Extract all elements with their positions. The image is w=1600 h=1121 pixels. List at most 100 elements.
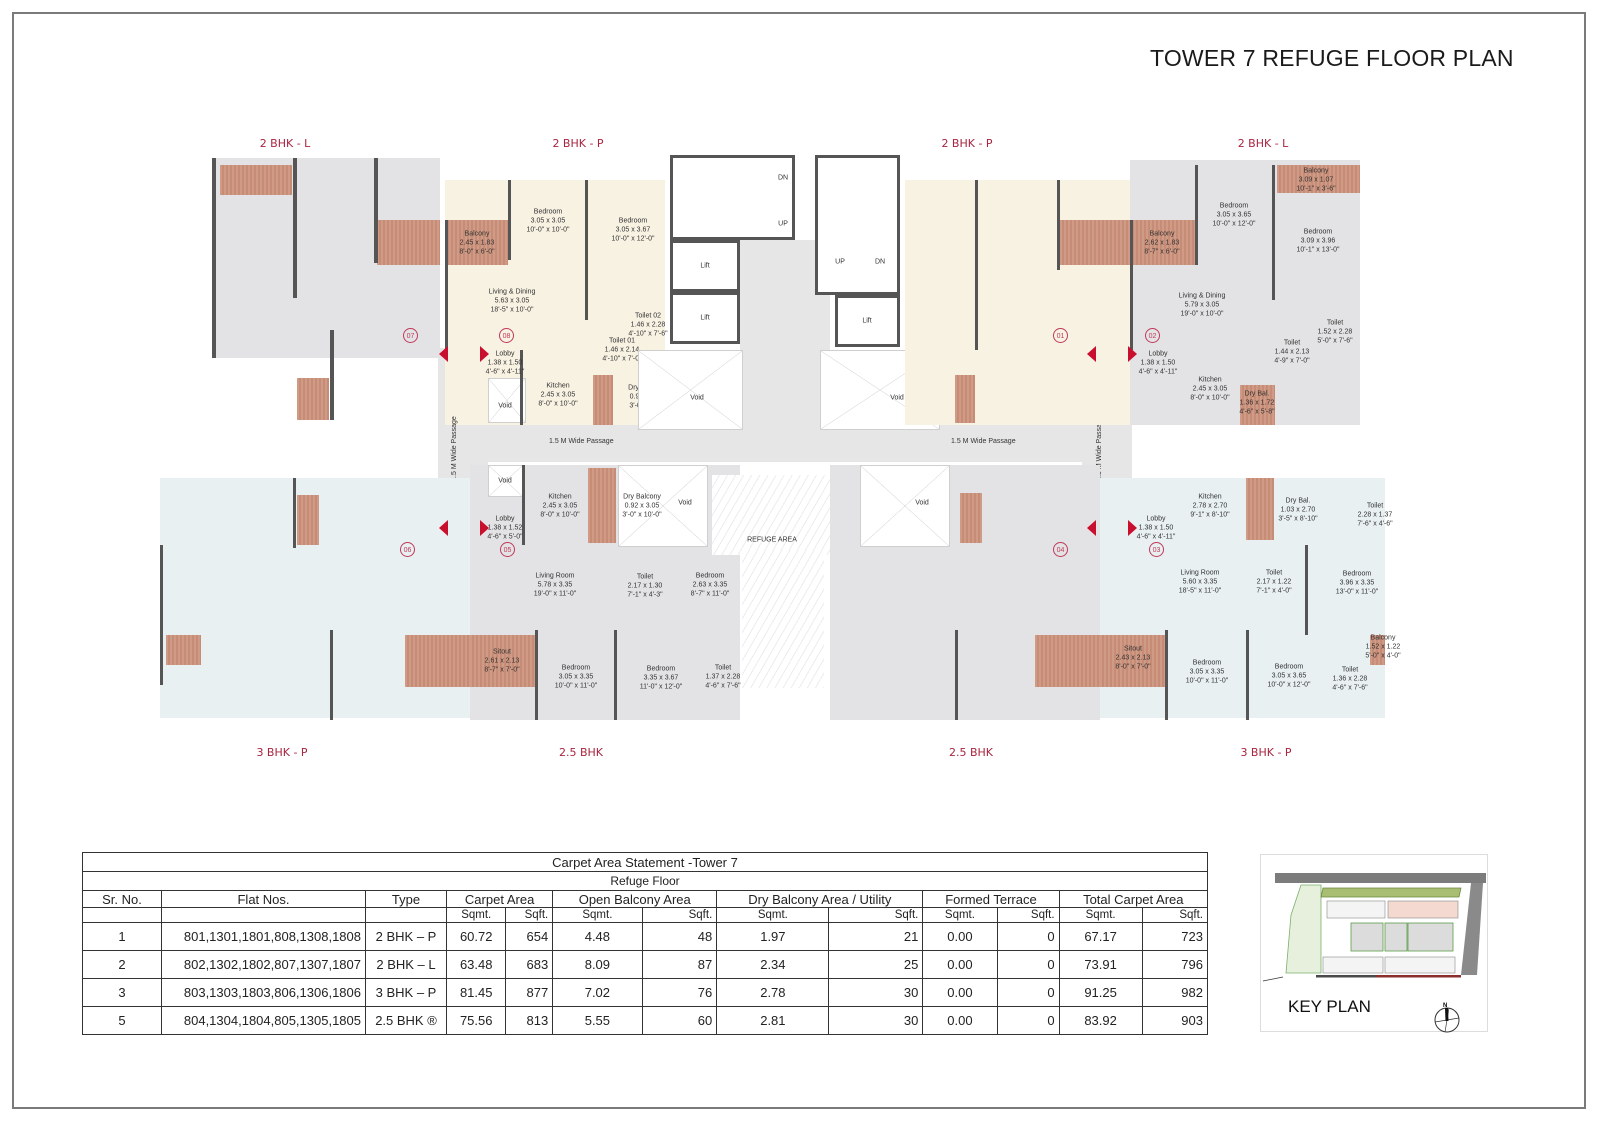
table-row: 1 801,1301,1801,808,1308,1808 2 BHK – P …: [82, 922, 1209, 951]
room-label: Living & Dining 5.79 x 3.05 19'-0" x 10'…: [1178, 292, 1226, 318]
void-08: [488, 378, 526, 423]
flat-number-06: 06: [400, 542, 415, 557]
unit-label-25bhk-right: 2.5 BHK: [948, 746, 994, 759]
entry-arrow-icon: [1087, 346, 1096, 362]
room-label: Bedroom 2.63 x 3.35 8'-7" x 11'-0": [690, 572, 730, 598]
table-row: 5 804,1304,1804,805,1305,1805 2.5 BHK ® …: [82, 1006, 1209, 1035]
col-open-balcony: Open Balcony Area: [552, 890, 718, 908]
unit-06-balcony-left: [166, 635, 201, 665]
room-label: Bedroom 3.09 x 3.96 10'-1" x 13'-0": [1296, 228, 1340, 254]
room-label: Toilet 1.37 x 2.28 4'-6" x 7'-6": [705, 664, 741, 690]
unit-label-2bhk-l-left: 2 BHK - L: [259, 137, 311, 150]
col-formed-terrace: Formed Terrace: [922, 890, 1060, 908]
passage-label: 1.5 M Wide Passage: [951, 438, 1016, 445]
room-label: Toilet 01 1.46 x 2.14 4'-10" x 7'-0": [602, 337, 642, 363]
stair-down-label: DN: [874, 258, 886, 266]
table-row: 3 803,1303,1803,806,1306,1806 3 BHK – P …: [82, 978, 1209, 1007]
lift-label: Lift: [862, 317, 872, 325]
room-label: Toilet 1.44 x 2.13 4'-9" x 7'-0": [1274, 339, 1310, 365]
col-flat-nos: Flat Nos.: [161, 890, 366, 908]
site-map-icon: [1262, 873, 1486, 982]
unit-sqmt: Sqmt.: [1058, 907, 1143, 923]
page-title: TOWER 7 REFUGE FLOOR PLAN: [1150, 45, 1514, 71]
room-label: Sitout 2.43 x 2.13 8'-0" x 7'-0": [1115, 645, 1151, 671]
table-title: Carpet Area Statement -Tower 7: [82, 852, 1208, 872]
unit-sqft: Sqft.: [505, 907, 554, 923]
staircase-2: [815, 155, 900, 295]
refuge-area: [742, 550, 824, 688]
room-label: Toilet 02 1.46 x 2.28 4'-10" x 7'-6": [628, 312, 668, 338]
room-label: Kitchen 2.45 x 3.05 8'-0" x 10'-0": [538, 382, 578, 408]
room-label: Bedroom 3.05 x 3.65 10'-0" x 12'-0": [1267, 663, 1311, 689]
room-label: Balcony 1.52 x 1.22 5'-0" x 4'-0": [1365, 634, 1401, 660]
refuge-area-label: REFUGE AREA: [747, 536, 797, 544]
void-label: Void: [498, 477, 512, 485]
room-label: Dry Bal. 1.03 x 2.70 3'-5" x 8'-10": [1278, 497, 1318, 523]
unit-03-dry-balcony: [1246, 478, 1274, 540]
entry-arrow-icon: [1128, 346, 1137, 362]
key-plan-label: KEY PLAN: [1288, 997, 1371, 1016]
unit-sqft: Sqft.: [641, 907, 718, 923]
void-05: [488, 465, 523, 497]
room-label: Toilet 1.36 x 2.28 4'-6" x 7'-6": [1332, 666, 1368, 692]
col-carpet-area: Carpet Area: [445, 890, 554, 908]
room-label: Kitchen 2.45 x 3.05 8'-0" x 10'-0": [1190, 376, 1230, 402]
room-label: Living & Dining 5.63 x 3.05 18'-5" x 10'…: [488, 288, 536, 314]
room-label: Balcony 3.09 x 1.07 10'-1" x 3'-6": [1296, 167, 1336, 193]
unit-label-3bhk-p-right: 3 BHK - P: [1240, 746, 1292, 759]
unit-label-2bhk-p-left: 2 BHK - P: [552, 137, 604, 150]
table-row: 2 802,1302,1802,807,1307,1807 2 BHK – L …: [82, 950, 1209, 979]
room-label: Balcony 2.62 x 1.83 8'-7" x 6'-0": [1144, 230, 1180, 256]
stair-up-label: UP: [778, 220, 788, 228]
flat-number-03: 03: [1149, 542, 1164, 557]
unit-label-3bhk-p-left: 3 BHK - P: [256, 746, 308, 759]
unit-02-dry-balcony: [1240, 385, 1275, 425]
room-label: Lobby 1.38 x 1.50 4'-6" x 4'-11": [1138, 350, 1178, 376]
void-05-right: [618, 465, 708, 547]
north-compass-icon: N: [1434, 1003, 1460, 1033]
col-sr-no: Sr. No.: [82, 890, 162, 908]
entry-arrow-icon: [1087, 520, 1096, 536]
room-label: Bedroom 3.96 x 3.35 13'-0" x 11'-0": [1335, 570, 1379, 596]
flat-number-08: 08: [499, 328, 514, 343]
svg-text:N: N: [1443, 1003, 1447, 1009]
unit-04-balcony: [1035, 635, 1100, 687]
unit-02-balcony-2: [1277, 165, 1360, 193]
void-label: Void: [890, 394, 904, 402]
room-label: Dry Bal. 1.36 x 1.72 4'-6" x 5'-8": [1239, 390, 1275, 416]
unit-sqft: Sqft.: [1141, 907, 1209, 923]
unit-04-dry-balcony: [960, 493, 982, 543]
passage-label: 1.5 M Wide Passage: [549, 438, 614, 445]
unit-03-sitout: [1100, 635, 1165, 687]
room-label: Bedroom 3.05 x 3.05 10'-0" x 10'-0": [526, 208, 570, 234]
unit-03-balcony: [1370, 635, 1385, 665]
unit-01-2bhk-p: [905, 180, 1130, 425]
room-label: Bedroom 3.05 x 3.67 10'-0" x 12'-0": [611, 217, 655, 243]
room-label: Lobby 1.38 x 1.52 4'-6" x 5'-0": [487, 515, 523, 541]
room-label: Living Room 5.78 x 3.35 19'-0" x 11'-0": [533, 572, 577, 598]
passage-label: 1.5 M Wide Passage: [450, 416, 458, 481]
stair-up-label: UP: [835, 258, 845, 266]
unit-01-balcony: [1060, 220, 1130, 265]
void-04: [860, 465, 950, 547]
unit-label-2bhk-p-right: 2 BHK - P: [941, 137, 993, 150]
unit-07-dry-balcony: [297, 378, 329, 420]
lift-1: [670, 240, 740, 292]
room-label: Bedroom 3.05 x 3.35 10'-0" x 11'-0": [1185, 659, 1229, 685]
unit-07-balcony-top: [220, 165, 292, 195]
void-label: Void: [498, 402, 512, 410]
unit-05-sitout: [470, 635, 535, 687]
unit-01-dry-balcony: [955, 375, 975, 423]
key-plan: [1260, 854, 1488, 1032]
carpet-area-table: Carpet Area Statement -Tower 7 Refuge Fl…: [82, 852, 1209, 1035]
unit-label-25bhk-left: 2.5 BHK: [558, 746, 604, 759]
entry-arrow-icon: [480, 346, 489, 362]
unit-sqmt: Sqmt.: [445, 907, 507, 923]
lift-label: Lift: [700, 314, 710, 322]
room-label: Dry Balcony 0.92 x 3.05 3'-0" x 10'-0": [622, 493, 662, 519]
unit-sqmt: Sqmt.: [552, 907, 643, 923]
col-dry-balcony: Dry Balcony Area / Utility: [716, 890, 924, 908]
room-label: Toilet 2.17 x 1.30 7'-1" x 4'-3": [627, 573, 663, 599]
unit-sqmt: Sqmt.: [716, 907, 830, 923]
entry-arrow-icon: [1128, 520, 1137, 536]
